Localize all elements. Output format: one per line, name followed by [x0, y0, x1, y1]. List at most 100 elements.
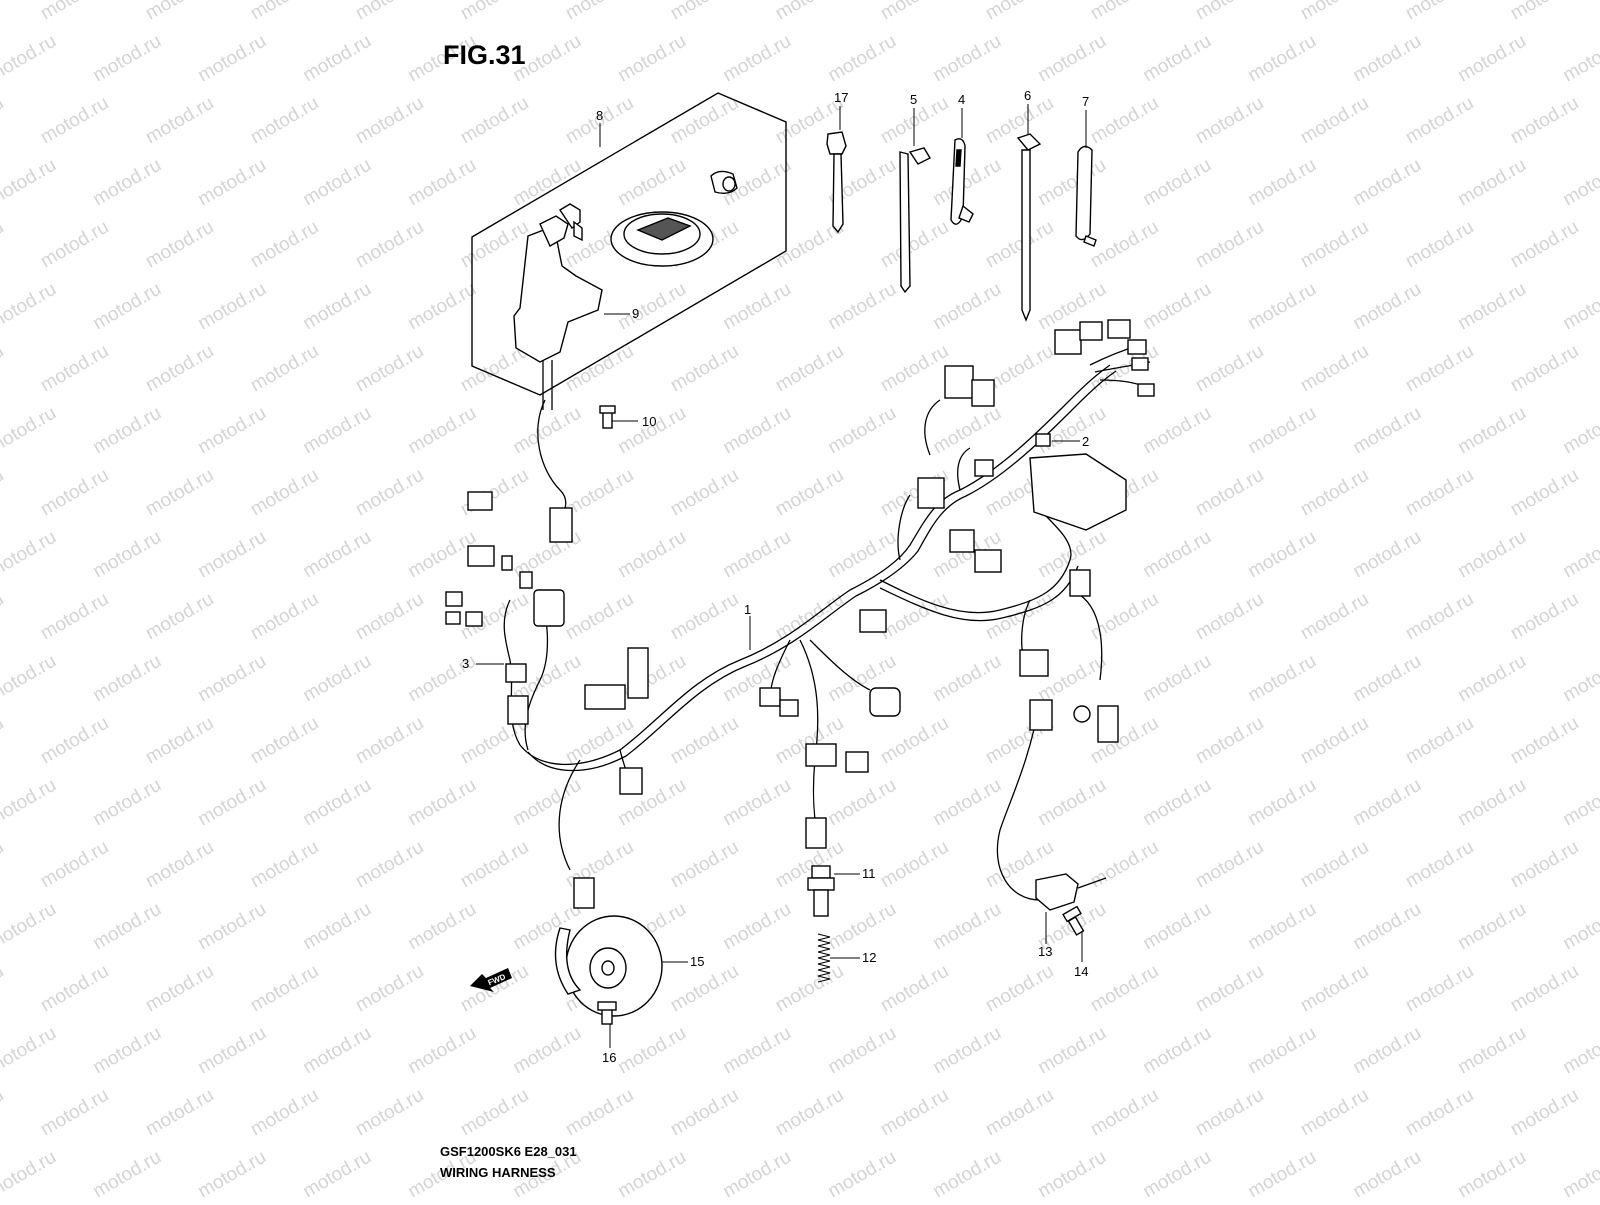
- watermark-text: motod.ru: [1297, 0, 1372, 24]
- watermark-text: motod.ru: [0, 1023, 60, 1079]
- watermark-text: motod.ru: [300, 775, 375, 831]
- watermark-text: motod.ru: [1087, 0, 1162, 24]
- callout-17: 17: [834, 90, 848, 105]
- watermark-text: motod.ru: [1297, 217, 1372, 273]
- watermark-text: motod.ru: [352, 713, 427, 769]
- watermark-text: motod.ru: [772, 0, 847, 24]
- watermark-text: motod.ru: [825, 1023, 900, 1079]
- watermark-text: motod.ru: [1455, 403, 1530, 459]
- watermark-text: motod.ru: [1245, 1147, 1320, 1200]
- watermark-text: motod.ru: [1140, 31, 1215, 87]
- watermark-text: motod.ru: [352, 93, 427, 149]
- watermark-text: motod.ru: [0, 899, 60, 955]
- watermark-text: motod.ru: [1455, 155, 1530, 211]
- watermark-text: motod.ru: [90, 1023, 165, 1079]
- watermark-text: motod.ru: [1297, 341, 1372, 397]
- watermark-text: motod.ru: [1560, 899, 1600, 955]
- watermark-text: motod.ru: [825, 1147, 900, 1200]
- watermark-text: motod.ru: [457, 217, 532, 273]
- watermark-text: motod.ru: [405, 155, 480, 211]
- watermark-text: motod.ru: [1507, 0, 1582, 24]
- callout-12: 12: [862, 950, 876, 965]
- watermark-text: motod.ru: [510, 775, 585, 831]
- watermark-text: motod.ru: [982, 217, 1057, 273]
- watermark-text: motod.ru: [247, 341, 322, 397]
- watermark-text: motod.ru: [562, 713, 637, 769]
- watermark-text: motod.ru: [0, 961, 7, 1017]
- watermark-text: motod.ru: [877, 1085, 952, 1141]
- watermark-text: motod.ru: [930, 31, 1005, 87]
- watermark-text: motod.ru: [1455, 1147, 1530, 1200]
- callout-1: 1: [744, 602, 751, 617]
- watermark-text: motod.ru: [195, 1147, 270, 1200]
- watermark-text: motod.ru: [825, 279, 900, 335]
- watermark-text: motod.ru: [877, 961, 952, 1017]
- watermark-text: motod.ru: [772, 341, 847, 397]
- watermark-text: motod.ru: [1455, 279, 1530, 335]
- watermark-text: motod.ru: [1087, 93, 1162, 149]
- watermark-text: motod.ru: [877, 341, 952, 397]
- watermark-text: motod.ru: [1455, 899, 1530, 955]
- watermark-text: motod.ru: [1350, 651, 1425, 707]
- watermark-text: motod.ru: [510, 155, 585, 211]
- watermark-text: motod.ru: [1297, 1085, 1372, 1141]
- watermark-text: motod.ru: [0, 837, 7, 893]
- watermark-text: motod.ru: [37, 1085, 112, 1141]
- watermark-text: motod.ru: [142, 465, 217, 521]
- watermark-text: motod.ru: [352, 1085, 427, 1141]
- watermark-text: motod.ru: [37, 713, 112, 769]
- callout-9: 9: [632, 306, 639, 321]
- watermark-text: motod.ru: [772, 465, 847, 521]
- watermark-text: motod.ru: [667, 0, 742, 24]
- callout-11: 11: [862, 866, 876, 881]
- figure-code: GSF1200SK6 E28_031: [440, 1144, 577, 1159]
- watermark-text: motod.ru: [667, 589, 742, 645]
- watermark-text: motod.ru: [1245, 403, 1320, 459]
- watermark-text: motod.ru: [1507, 341, 1582, 397]
- callout-6: 6: [1024, 88, 1031, 103]
- watermark-text: motod.ru: [667, 465, 742, 521]
- watermark-text: motod.ru: [195, 527, 270, 583]
- watermark-text: motod.ru: [1507, 1085, 1582, 1141]
- watermark-text: motod.ru: [1035, 155, 1110, 211]
- watermark-text: motod.ru: [405, 279, 480, 335]
- watermark-text: motod.ru: [562, 0, 637, 24]
- watermark-text: motod.ru: [982, 961, 1057, 1017]
- watermark-text: motod.ru: [142, 1085, 217, 1141]
- watermark-text: motod.ru: [562, 1085, 637, 1141]
- watermark-text: motod.ru: [930, 899, 1005, 955]
- watermark-text: motod.ru: [457, 93, 532, 149]
- watermark-text: motod.ru: [1507, 217, 1582, 273]
- watermark-text: motod.ru: [90, 527, 165, 583]
- watermark-text: motod.ru: [930, 1147, 1005, 1200]
- watermark-text: motod.ru: [1245, 1023, 1320, 1079]
- watermark-text: motod.ru: [1245, 31, 1320, 87]
- watermark-text: motod.ru: [1507, 465, 1582, 521]
- watermark-text: motod.ru: [300, 155, 375, 211]
- part-10-bolt: [600, 406, 638, 428]
- watermark-text: motod.ru: [0, 465, 7, 521]
- callout-10: 10: [642, 414, 656, 429]
- watermark-text: motod.ru: [247, 93, 322, 149]
- watermark-text: motod.ru: [0, 155, 60, 211]
- watermark-text: motod.ru: [37, 961, 112, 1017]
- watermark-text: motod.ru: [300, 1147, 375, 1200]
- watermark-text: motod.ru: [195, 279, 270, 335]
- watermark-text: motod.ru: [0, 217, 7, 273]
- watermark-text: motod.ru: [0, 589, 7, 645]
- watermark-text: motod.ru: [1035, 1147, 1110, 1200]
- watermark-text: motod.ru: [300, 279, 375, 335]
- watermark-text: motod.ru: [90, 899, 165, 955]
- watermark-text: motod.ru: [982, 589, 1057, 645]
- watermark-text: motod.ru: [195, 651, 270, 707]
- callout-14: 14: [1074, 964, 1088, 979]
- watermark-text: motod.ru: [1402, 217, 1477, 273]
- watermark-text: motod.ru: [37, 837, 112, 893]
- part-5-band: [900, 148, 930, 292]
- watermark-text: motod.ru: [510, 403, 585, 459]
- callout-4: 4: [958, 92, 965, 107]
- watermark-text: motod.ru: [90, 31, 165, 87]
- watermark-text: motod.ru: [405, 899, 480, 955]
